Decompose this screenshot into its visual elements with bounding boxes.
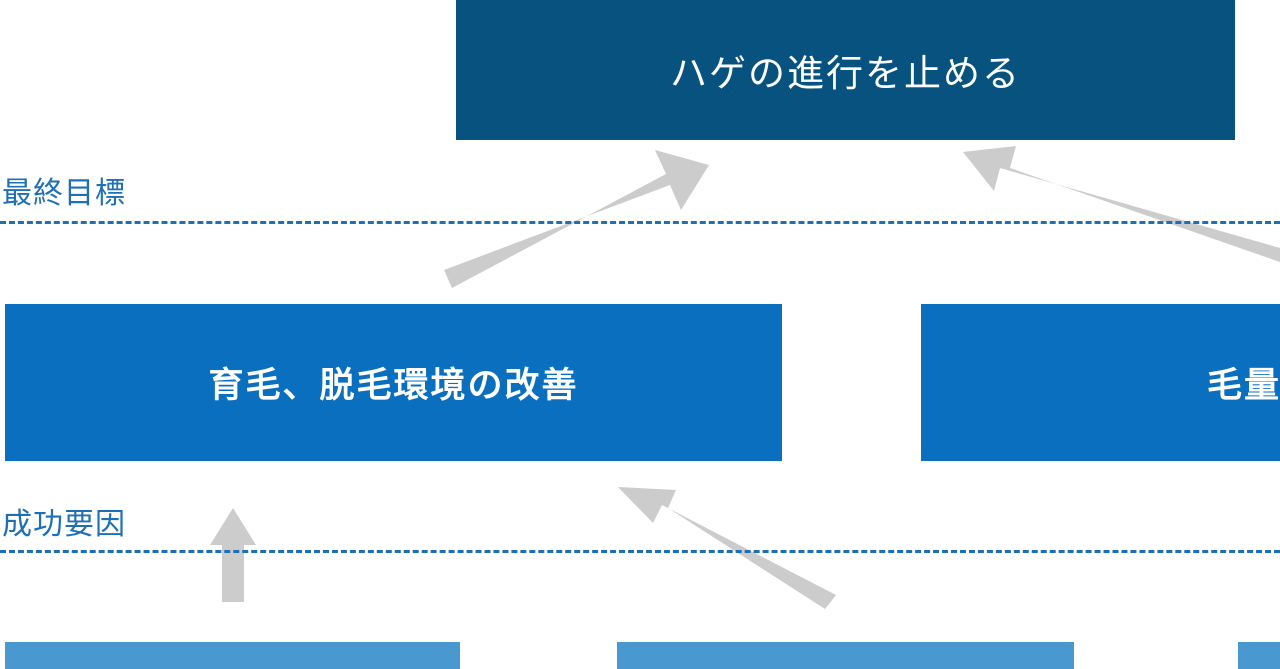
arrow-right-factor-to-goal [963, 146, 1280, 262]
tier-label-final-goal: 最終目標 [2, 176, 126, 211]
arrow-bottom-middle-to-factor [618, 487, 836, 609]
bottom-box-3 [1238, 642, 1280, 669]
arrow-left-factor-to-goal [444, 150, 709, 288]
factor-box-hair-environment: 育毛、脱毛環境の改善 [5, 304, 782, 461]
tier-divider-goal [0, 221, 1280, 224]
factor-box-text: 毛量 [1207, 366, 1280, 406]
arrow-bottom-left-to-factor [210, 508, 256, 602]
bottom-box-2 [617, 642, 1074, 669]
tier-divider-factors [0, 550, 1280, 553]
bottom-box-1 [5, 642, 460, 669]
goal-box: ハゲの進行を止める [456, 0, 1235, 140]
goal-box-text: ハゲの進行を止める [670, 52, 1021, 95]
factor-box-text: 育毛、脱毛環境の改善 [208, 366, 579, 406]
tier-label-success-factors: 成功要因 [2, 507, 126, 542]
factor-box-hair-volume: 毛量 [921, 304, 1280, 461]
